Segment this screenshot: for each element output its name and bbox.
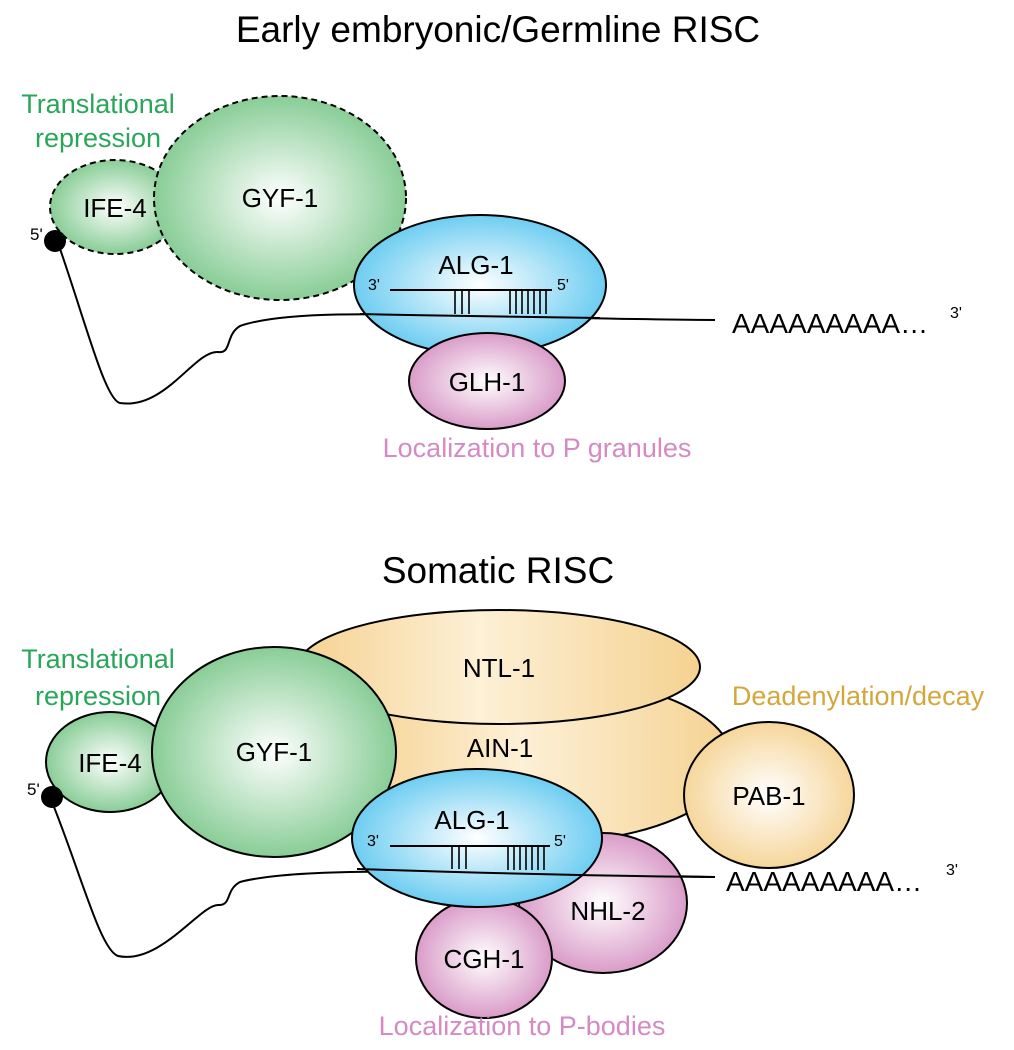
top-mirna-5prime: 5' — [557, 277, 569, 294]
bottom-mrna-segment — [356, 868, 716, 878]
top-panel: Early embryonic/Germline RISC Translatio… — [21, 9, 962, 463]
bottom-title: Somatic RISC — [382, 550, 614, 591]
top-title: Early embryonic/Germline RISC — [236, 9, 760, 50]
bottom-polya-3prime: 3' — [946, 862, 958, 879]
top-cap-label: 5' — [30, 225, 43, 244]
bottom-cap-dot — [41, 786, 63, 808]
bottom-pbodies-label: Localization to P-bodies — [379, 1011, 666, 1041]
bottom-gyf1-protein — [151, 646, 397, 858]
top-seed-pairs — [454, 290, 547, 314]
bottom-pab1-label: PAB-1 — [732, 781, 805, 811]
top-polya-3prime: 3' — [950, 305, 962, 322]
bottom-deadenylation-label: Deadenylation/decay — [732, 681, 985, 711]
bottom-translational-label-line1: Translational — [21, 644, 175, 674]
bottom-translational-label-line2: repression — [35, 681, 161, 711]
bottom-ntl1-label: NTL-1 — [463, 653, 535, 683]
bottom-polya-tail: AAAAAAAAA… — [726, 866, 922, 897]
top-pgranule-label: Localization to P granules — [383, 433, 692, 463]
bottom-cgh1-label: CGH-1 — [444, 944, 525, 974]
top-translational-label-line2: repression — [35, 123, 161, 153]
bottom-mirna-3prime: 3' — [367, 833, 379, 850]
bottom-pab1-protein — [683, 721, 855, 869]
top-cap-dot — [44, 230, 66, 252]
top-mrna-segment — [359, 313, 601, 319]
top-alg1-label: ALG-1 — [438, 250, 513, 280]
bottom-cap-label: 5' — [27, 780, 40, 799]
top-polya-tail: AAAAAAAAA… — [732, 308, 928, 339]
bottom-alg1-label: ALG-1 — [434, 805, 509, 835]
top-glh1-label: GLH-1 — [449, 367, 526, 397]
bottom-ain1-label: AIN-1 — [467, 733, 533, 763]
bottom-panel: Somatic RISC Translational repression De… — [21, 550, 984, 1041]
top-ife4-label: IFE-4 — [83, 193, 147, 223]
bottom-nhl2-label: NHL-2 — [570, 896, 645, 926]
bottom-alg1-protein — [351, 768, 603, 908]
bottom-gyf1-label: GYF-1 — [236, 737, 313, 767]
top-gyf1-protein — [153, 95, 407, 301]
bottom-mirna-5prime: 5' — [554, 833, 566, 850]
top-glh1-protein — [408, 332, 566, 430]
bottom-ife4-label: IFE-4 — [78, 748, 142, 778]
bottom-seed-pairs — [451, 846, 545, 870]
top-gyf1-label: GYF-1 — [242, 183, 319, 213]
top-translational-label-line1: Translational — [21, 89, 175, 119]
top-mirna-3prime: 3' — [368, 277, 380, 294]
